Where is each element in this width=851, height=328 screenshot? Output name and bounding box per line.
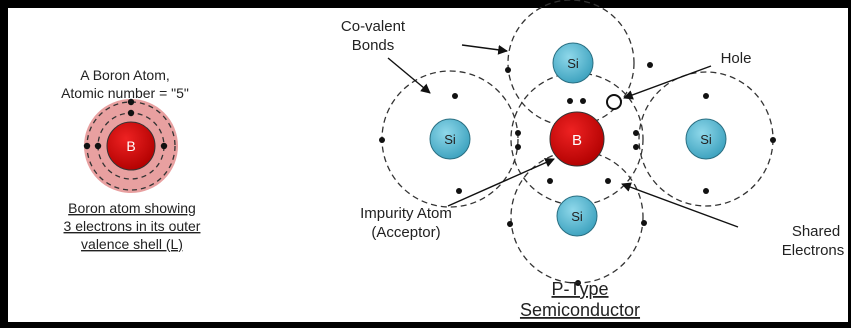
- electron: [515, 144, 521, 150]
- electron: [515, 130, 521, 136]
- boron-nucleus-symbol: B: [126, 138, 135, 154]
- electron: [703, 188, 709, 194]
- hole-label: Hole: [721, 50, 752, 67]
- electron: [83, 142, 91, 150]
- hole-arrow: [623, 65, 712, 100]
- si-atom-right: Si: [685, 118, 727, 160]
- electron: [160, 142, 168, 150]
- si-nucleus: [685, 118, 727, 160]
- boron-desc-line2: 3 electrons in its outer: [64, 218, 201, 234]
- electron: [507, 221, 513, 227]
- si-bottom-symbol: Si: [571, 209, 583, 224]
- boron-atom-model: B: [83, 98, 178, 193]
- electron: [567, 98, 573, 104]
- impurity-label-line2: (Acceptor): [371, 224, 440, 241]
- electron: [505, 67, 511, 73]
- electron: [647, 62, 653, 68]
- covalent-arrow-right: [461, 44, 508, 55]
- crystal-lattice: Si Si B Si Si: [379, 0, 776, 286]
- boron-caption-line2: Atomic number = "5": [61, 85, 189, 101]
- electron: [456, 188, 462, 194]
- electron: [452, 93, 458, 99]
- electron: [94, 142, 102, 150]
- electron: [641, 220, 647, 226]
- boron-nucleus: [549, 111, 605, 167]
- si-nucleus: [429, 118, 471, 160]
- covalent-arrow-down: [387, 57, 431, 94]
- si-nucleus: [552, 42, 594, 84]
- boron-nucleus: [106, 121, 156, 171]
- boron-center-symbol: B: [572, 132, 582, 149]
- impurity-label-line1: Impurity Atom: [360, 205, 452, 222]
- electron: [127, 109, 135, 117]
- hole-marker: [606, 94, 622, 110]
- electron: [580, 98, 586, 104]
- shared-arrow: [621, 182, 739, 228]
- annotations: Co-valent Bonds Hole Impurity Atom (Acce…: [341, 18, 844, 320]
- electron: [547, 178, 553, 184]
- boron-atom-center: B: [549, 111, 605, 167]
- electron: [703, 93, 709, 99]
- title-line2: Semiconductor: [520, 300, 640, 320]
- si-left-symbol: Si: [444, 132, 456, 147]
- impurity-arrow: [447, 158, 555, 207]
- si-atom-bottom: Si: [556, 195, 598, 237]
- si-right-symbol: Si: [700, 132, 712, 147]
- electron: [127, 98, 135, 106]
- electron: [605, 178, 611, 184]
- boron-caption-line1: A Boron Atom,: [80, 67, 170, 83]
- boron-atom-panel: A Boron Atom, Atomic number = "5" B Boro…: [61, 67, 201, 252]
- shared-label-line1: Shared: [792, 223, 840, 240]
- si-atom-left: Si: [429, 118, 471, 160]
- si-nucleus: [556, 195, 598, 237]
- boron-desc-line1: Boron atom showing: [68, 200, 196, 216]
- electron: [770, 137, 776, 143]
- si-atom-top: Si: [552, 42, 594, 84]
- electron: [633, 144, 639, 150]
- si-top-shell: [507, 0, 635, 127]
- covalent-label-line1: Co-valent: [341, 18, 406, 35]
- covalent-label-line2: Bonds: [352, 37, 395, 54]
- electron: [379, 137, 385, 143]
- electron: [633, 130, 639, 136]
- electron: [575, 280, 581, 286]
- boron-desc-line3: valence shell (L): [81, 236, 183, 252]
- lattice-electrons: [379, 62, 776, 286]
- si-top-symbol: Si: [567, 56, 579, 71]
- shared-label-line2: Electrons: [782, 242, 845, 259]
- title-line1: P-Type: [551, 279, 608, 299]
